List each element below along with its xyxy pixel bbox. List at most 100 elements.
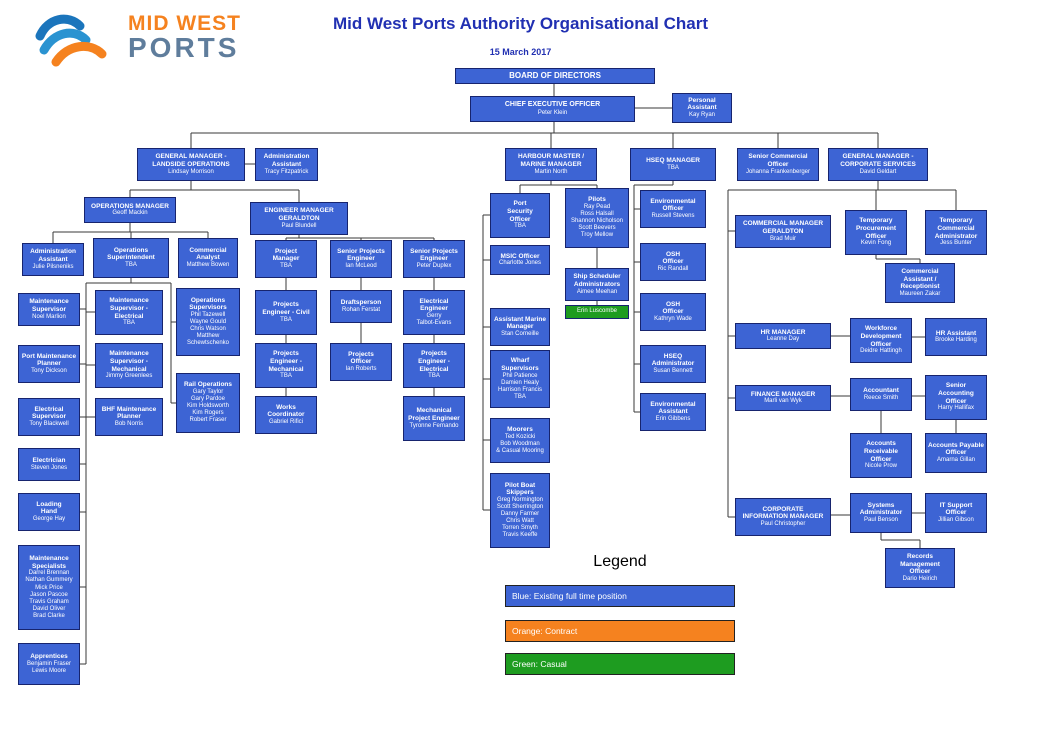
org-node-names: Ric Randall	[657, 266, 689, 273]
org-node-names: Gerry Talbot-Evans	[416, 313, 452, 327]
org-node-title: GENERAL MANAGER - CORPORATE SERVICES	[840, 153, 916, 168]
org-node-names: Tony Blackwell	[29, 421, 69, 428]
org-node-names: TBA	[667, 164, 679, 171]
org-node-title: MSIC Officer	[500, 252, 540, 260]
org-node-title: IT Support Officer	[939, 501, 973, 517]
org-node-names: Kevin Fong	[860, 240, 892, 247]
logo-text: MID WEST PORTS	[128, 13, 241, 62]
org-node-title: Works Coordinator	[267, 403, 305, 419]
org-node-title: ENGINEER MANAGER GERALDTON	[264, 207, 334, 222]
org-node-title: HSEQ MANAGER	[646, 157, 700, 165]
org-node-names: George Hay	[32, 516, 66, 523]
org-node-title: Electrician	[32, 457, 66, 465]
org-node-title: Workforce Development Officer	[860, 325, 902, 348]
org-node-names: Johanna Frankenberger	[745, 168, 811, 175]
org-node-names: Paul Blundell	[281, 222, 317, 229]
org-node-title: BOARD OF DIRECTORS	[509, 71, 601, 81]
org-node-title: Mechanical Project Engineer	[408, 407, 460, 422]
org-node-title: Administration Assistant	[30, 248, 76, 263]
org-node-names: Nicole Prow	[864, 463, 897, 470]
org-node-title: Projects Engineer - Mechanical	[268, 350, 304, 373]
org-node-title: Commercial Assistant / Receptionist	[900, 267, 940, 291]
org-node-names: Reece Smith	[863, 394, 899, 401]
org-node-names: TBA	[428, 373, 440, 380]
org-node-names: Ray Pead Ross Halsall Shannon Nicholson …	[570, 204, 624, 239]
org-node-title: Administration Assistant	[263, 153, 310, 168]
legend-label-contract: Orange: Contract	[512, 626, 578, 636]
org-node-title: Port Security Officer	[507, 200, 533, 223]
org-node-names: TBA	[280, 373, 292, 380]
legend-title: Legend	[593, 553, 647, 570]
org-node-names: Tyronne Fernando	[409, 422, 459, 429]
org-node-title: Draftsperson	[340, 299, 382, 307]
org-node-title: Environmental Assistant	[650, 400, 696, 416]
org-node-title: Temporary Procurement Officer	[855, 217, 897, 240]
org-node-names: Julie Pilsneniks	[32, 263, 74, 270]
org-node-names: Brooke Harding	[935, 337, 977, 344]
org-node-names: Brad Muir	[769, 235, 796, 242]
org-node-names: TBA	[123, 320, 135, 327]
org-node-title: Accountant	[863, 387, 899, 395]
org-node-names: David Geldart	[859, 168, 897, 175]
org-node-names: Steven Jones	[30, 464, 68, 471]
org-node-names: Harry Hallifax	[937, 405, 974, 412]
org-node-title: Project Manager	[272, 247, 300, 263]
org-node-title: HARBOUR MASTER / MARINE MANAGER	[517, 153, 585, 168]
org-node-title: Apprentices	[30, 653, 68, 661]
org-node-title: Senior Projects Engineer	[410, 247, 458, 263]
org-node-title: Maintenance Supervisor - Mechanical	[109, 350, 149, 373]
org-node-names: Rohan Ferstat	[341, 306, 381, 313]
org-node-title: Projects Engineer - Electrical	[418, 350, 450, 373]
org-node-title: Pilot Boat Skippers	[504, 481, 536, 497]
org-node-names: Phil Tazewell Wayne Gould Chris Watson M…	[186, 311, 230, 347]
org-node-title: Senior Accounting Officer	[938, 382, 974, 405]
legend-label-fulltime: Blue: Existing full time position	[512, 591, 627, 601]
org-node-title: Maintenance Supervisor - Electrical	[109, 297, 149, 320]
org-node-title: HR Assistant	[935, 329, 977, 337]
org-node-title: Operations Supervisors	[189, 296, 227, 312]
org-node-title: Moorers	[507, 426, 533, 434]
org-node-names: Geoff Mackin	[112, 210, 148, 217]
org-node-names: Benjamin Fraser Lewis Moore	[26, 660, 71, 674]
org-node-title: Electrical Engineer	[419, 297, 449, 313]
org-node-names: Paul Christopher	[760, 521, 806, 528]
org-node-names: Peter Klein	[537, 109, 568, 116]
org-node-names: Jimmy Greenlees	[105, 373, 153, 380]
org-node-names: Gabriel Rifici	[268, 419, 303, 426]
waves-logo-icon	[35, 14, 107, 67]
org-node-names: Bob Norris	[114, 421, 144, 428]
org-node-names: Leanne Day	[766, 336, 800, 343]
org-node-title: Wharf Supervisors	[501, 357, 539, 372]
legend-item-fulltime: Blue: Existing full time position	[505, 585, 735, 607]
org-node-title: Maintenance Supervisor	[29, 298, 69, 313]
org-node-title: Operations Superintendent	[107, 246, 155, 262]
org-node-title: CORPORATE INFORMATION MANAGER	[742, 505, 824, 521]
org-node-names: Matthew Bowen	[186, 262, 230, 269]
org-node-names: TBA	[514, 223, 526, 230]
